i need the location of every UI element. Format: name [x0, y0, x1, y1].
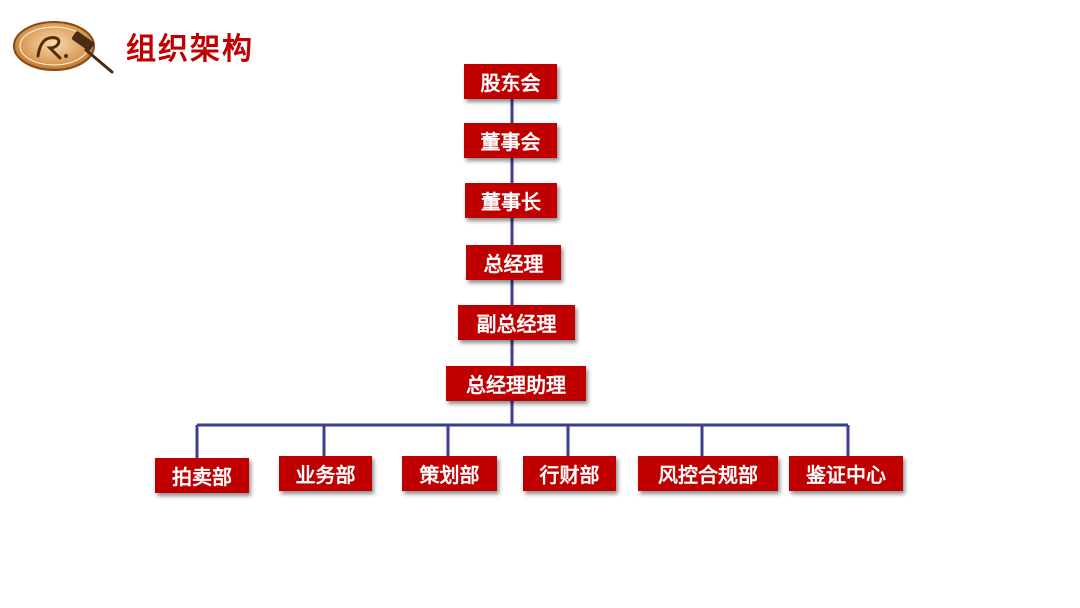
node-board-of-directors: 董事会	[464, 123, 557, 158]
node-auction-dept: 拍卖部	[155, 458, 249, 493]
company-logo	[13, 21, 114, 74]
node-general-manager: 总经理	[466, 245, 561, 280]
page-title: 组织架构	[126, 32, 254, 67]
node-risk-compliance-dept: 风控合规部	[638, 456, 778, 491]
node-gm-assistant: 总经理助理	[446, 366, 586, 401]
node-planning-dept: 策划部	[402, 456, 497, 491]
node-appraisal-center: 鉴证中心	[789, 456, 903, 491]
node-admin-finance-dept: 行财部	[523, 456, 616, 491]
node-shareholders-meeting: 股东会	[464, 64, 557, 99]
node-chairman: 董事长	[465, 183, 557, 218]
node-business-dept: 业务部	[279, 456, 372, 491]
node-deputy-general-manager: 副总经理	[458, 305, 575, 340]
